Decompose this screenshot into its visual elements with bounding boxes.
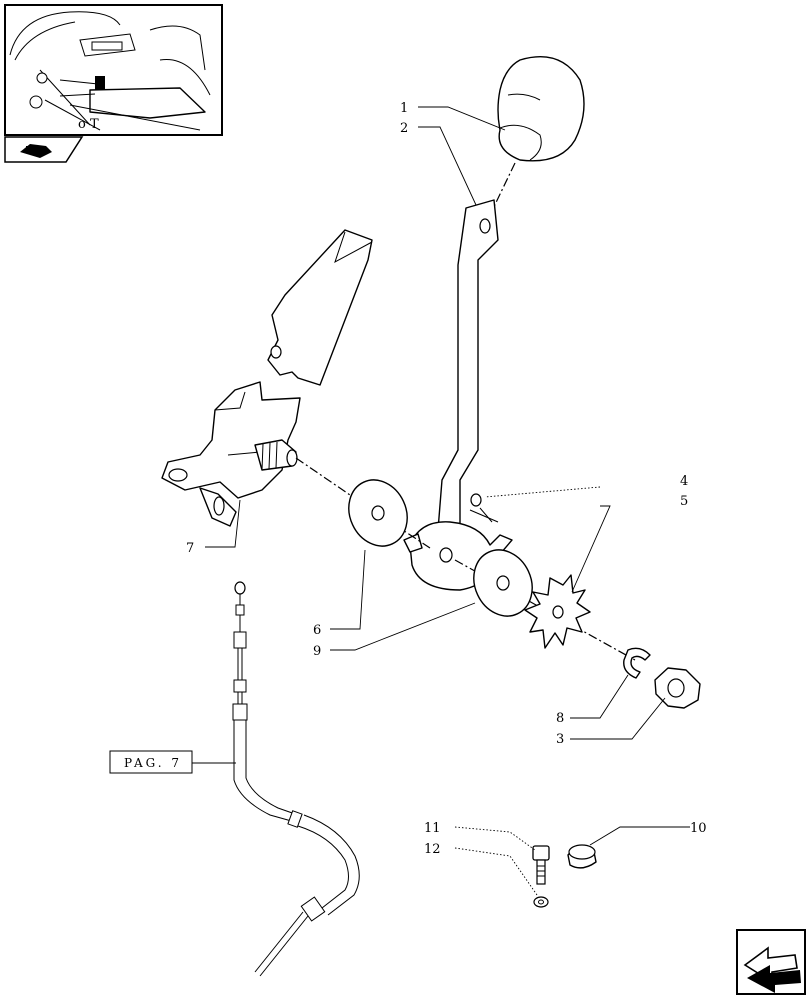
callout-5: 5 [680,494,688,509]
callout-8: 8 [556,711,564,726]
control-cable [232,581,360,977]
lever-bracket [161,229,373,527]
gear-knob [497,56,585,162]
location-thumbnail: o T [4,4,223,136]
callout-7: 7 [186,541,194,556]
retaining-clip [623,647,651,679]
gear-lever [403,199,513,591]
svg-text:o T: o T [78,117,99,132]
page-reference-box[interactable]: PAG. 7 [109,750,193,774]
small-ring [470,493,493,523]
nut [654,667,701,709]
next-page-arrow-icon[interactable] [736,929,806,995]
callout-2: 2 [400,121,408,136]
callout-6: 6 [313,623,321,638]
callout-4: 4 [680,474,688,489]
callout-11: 11 [424,821,441,836]
bolt [532,845,550,908]
callout-12: 12 [424,842,441,857]
washer-6 [348,479,408,547]
callout-3: 3 [556,732,564,747]
page-reference-label: PAG. 7 [124,756,182,770]
tractor-section-icon [4,136,84,163]
callout-1: 1 [400,101,408,116]
washer-9 [473,549,533,617]
callout-9: 9 [313,644,321,659]
star-washer [524,574,591,649]
callout-10: 10 [690,821,707,836]
plug-cap [567,844,597,869]
